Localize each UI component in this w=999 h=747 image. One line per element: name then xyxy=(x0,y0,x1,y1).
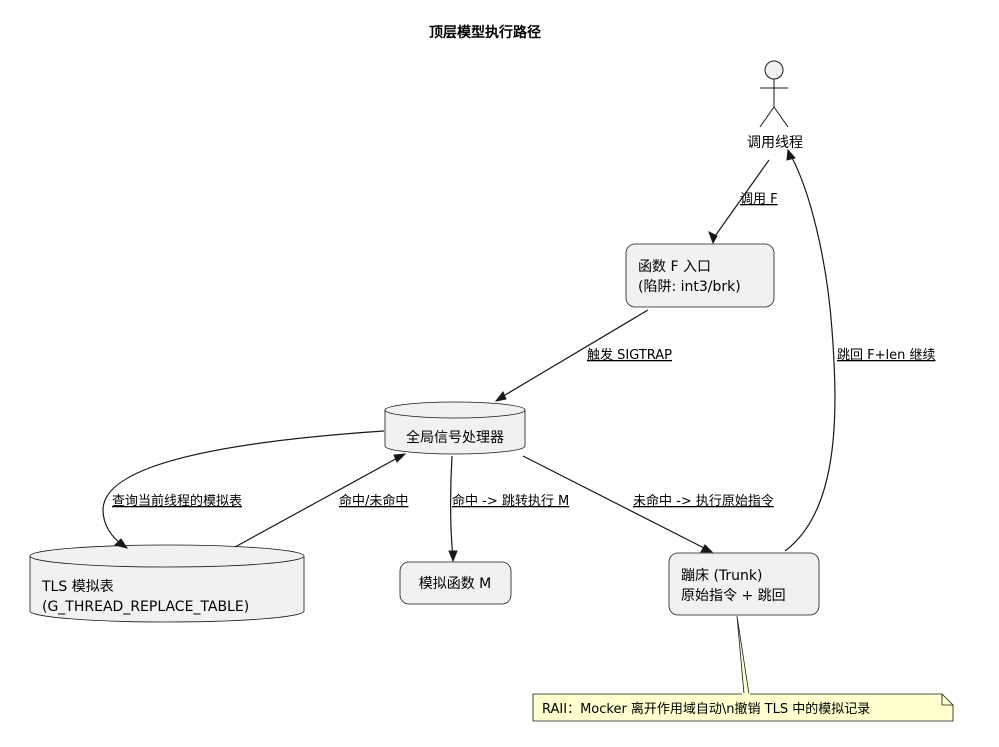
edge-hit-miss: 命中/未命中 xyxy=(234,453,408,548)
mock-label: 模拟函数 M xyxy=(419,576,492,592)
diagram-title: 顶层模型执行路径 xyxy=(429,24,541,41)
edge-trigger-sigtrap: 触发 SIGTRAP xyxy=(494,309,672,402)
node-function-entry: 函数 F 入口 (陷阱: int3/brk) xyxy=(625,243,775,308)
edge-label-hit: 命中 -> 跳转执行 M xyxy=(452,493,569,509)
edge-label-call: 调用 F xyxy=(740,192,778,207)
trampoline-line2: 原始指令 + 跳回 xyxy=(681,588,786,604)
edge-label-query: 查询当前线程的模拟表 xyxy=(112,493,242,509)
edge-label-trigger: 触发 SIGTRAP xyxy=(587,347,672,363)
edge-label-miss: 未命中 -> 执行原始指令 xyxy=(633,493,774,509)
edge-query-tls: 查询当前线程的模拟表 xyxy=(102,430,385,549)
edge-miss-trampoline: 未命中 -> 执行原始指令 xyxy=(522,455,774,553)
edge-call-f: 调用 F xyxy=(708,159,778,245)
note-text: RAII：Mocker 离开作用域自动\n撤销 TLS 中的模拟记录 xyxy=(542,701,870,717)
entry-line1: 函数 F 入口 xyxy=(638,259,711,275)
trampoline-line1: 蹦床 (Trunk) xyxy=(681,568,762,584)
tls-line1: TLS 模拟表 xyxy=(41,579,114,595)
node-tls-table: TLS 模拟表 (G_THREAD_REPLACE_TABLE) xyxy=(29,544,305,623)
node-mock-function: 模拟函数 M xyxy=(399,561,512,605)
node-signal-handler: 全局信号处理器 xyxy=(384,401,526,455)
edge-jump-back: 跳回 F+len 继续 xyxy=(784,148,935,552)
tls-line2: (G_THREAD_REPLACE_TABLE) xyxy=(42,599,249,615)
note-raii: RAII：Mocker 离开作用域自动\n撤销 TLS 中的模拟记录 xyxy=(532,615,954,722)
entry-line2: (陷阱: int3/brk) xyxy=(638,279,741,295)
handler-label: 全局信号处理器 xyxy=(406,429,504,446)
node-trampoline: 蹦床 (Trunk) 原始指令 + 跳回 xyxy=(668,552,820,616)
actor-label: 调用线程 xyxy=(747,135,803,151)
edge-hit-jump-mock: 命中 -> 跳转执行 M xyxy=(448,455,569,563)
edge-label-jumpback: 跳回 F+len 继续 xyxy=(837,348,935,363)
stick-figure-icon xyxy=(759,60,789,128)
edge-label-hitmiss: 命中/未命中 xyxy=(339,493,408,509)
actor-caller-thread: 调用线程 xyxy=(747,60,803,151)
